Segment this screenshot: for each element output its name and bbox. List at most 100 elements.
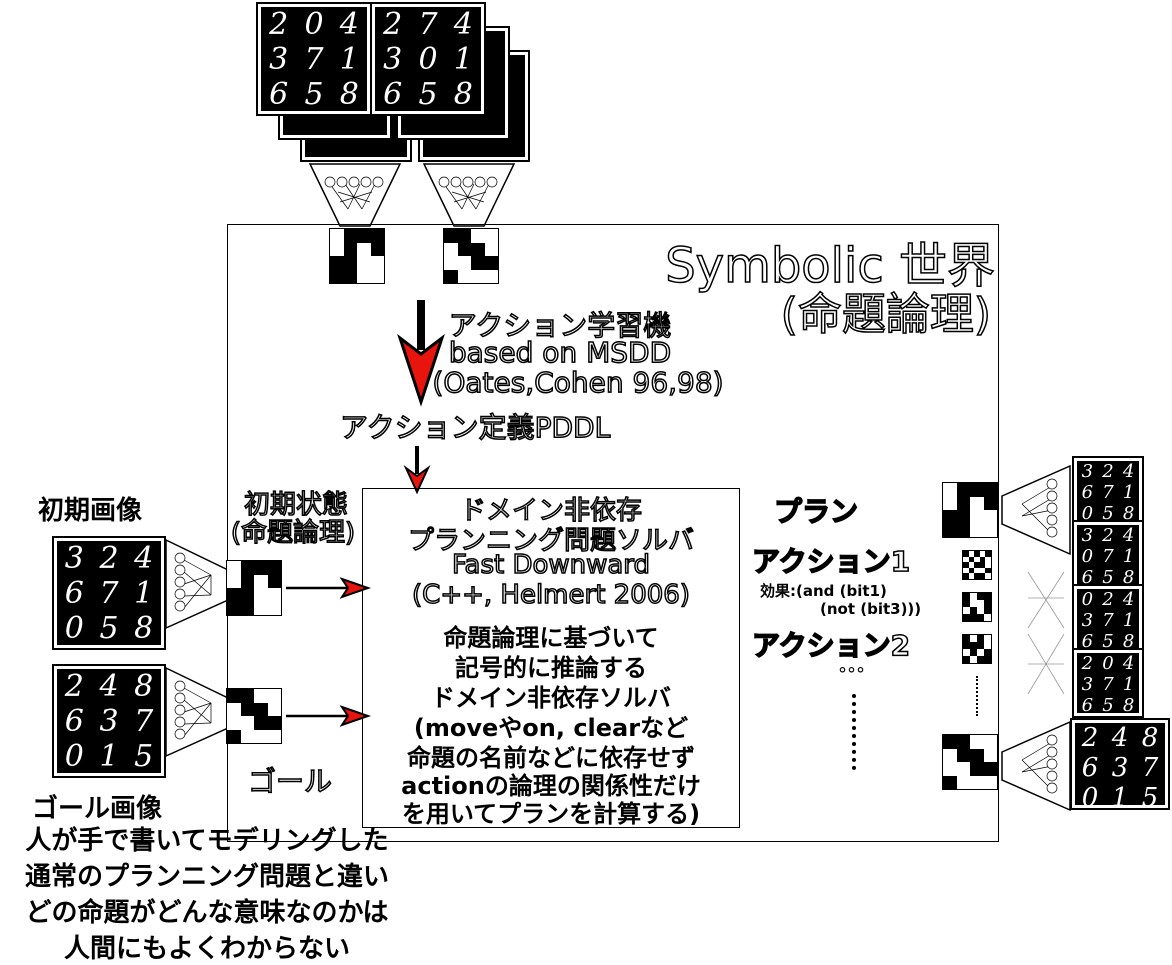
digit: 6	[1081, 753, 1099, 783]
bitmap-init	[226, 560, 282, 616]
solver-box	[362, 488, 740, 828]
digit: 2	[1081, 653, 1094, 674]
digit: 8	[1122, 695, 1135, 716]
solver-line3: Fast Downward	[451, 549, 651, 581]
bottom-note-line1: 人が手で書いてモデリングした	[25, 826, 389, 856]
goal-to-solver-arrow	[286, 705, 372, 727]
digit: 7	[418, 7, 438, 42]
digit: 0	[1081, 783, 1099, 813]
top-encoder-net-b	[422, 163, 516, 227]
digit: 1	[1122, 546, 1135, 567]
digit: 6	[269, 77, 289, 112]
digit: 3	[1081, 461, 1094, 482]
digit: 1	[1122, 610, 1135, 631]
digit: 7	[134, 704, 154, 739]
digit: 5	[1102, 631, 1114, 652]
action-def-arrow	[403, 446, 431, 495]
digit: 2	[1102, 461, 1114, 482]
solver-desc7: を用いてプランを計算する)	[401, 800, 701, 828]
solver-desc1: 命題論理に基づいて	[443, 624, 659, 652]
digit: 5	[418, 77, 438, 112]
learner-line1: アクション学習機	[448, 308, 672, 343]
digit: 5	[1141, 783, 1159, 813]
bitmap-plan-goal	[942, 734, 998, 790]
bitmap-top-a	[329, 228, 385, 284]
init-state-line2: (命題論理)	[230, 517, 356, 549]
digit: 0	[418, 42, 438, 77]
digit: 1	[134, 576, 154, 611]
digit: 4	[339, 7, 359, 42]
plan-action2: アクション2	[751, 628, 911, 663]
goal-label: ゴール	[247, 764, 333, 799]
digit: 0	[1081, 546, 1094, 567]
bitmap-goal	[226, 688, 282, 744]
digit: 6	[383, 77, 403, 112]
digit: 3	[1081, 674, 1094, 695]
digit: 0	[64, 739, 84, 774]
plan-effect1: 効果:(and (bit1)	[760, 582, 887, 600]
symbolic-world-box	[227, 224, 999, 842]
solver-line2: プランニング問題ソルバ	[407, 525, 695, 557]
world-title-line1: Symbolic 世界	[664, 237, 995, 295]
learner-line2: based on MSDD	[448, 335, 672, 370]
solver-desc3: ドメイン非依存ソルバ	[431, 684, 671, 712]
digit: 1	[339, 42, 359, 77]
digit: 3	[383, 42, 403, 77]
digit: 7	[1102, 482, 1114, 503]
initial-image-label: 初期画像	[38, 496, 143, 526]
bottom-note-line2: 通常のプランニング問題と違い	[24, 862, 389, 892]
plan-ellipsis: °°°	[838, 664, 865, 685]
digit: 5	[99, 611, 119, 646]
digit: 2	[1102, 589, 1114, 610]
bottom-note-line4: 人間にもよくわからない	[63, 934, 350, 964]
digit: 0	[1081, 503, 1094, 524]
solver-desc6: actionの論理の関係性だけ	[401, 772, 701, 800]
bitmap-plan-step3	[962, 634, 992, 664]
digit: 2	[99, 541, 119, 576]
digit: 2	[1102, 525, 1114, 546]
digit: 8	[134, 611, 154, 646]
bitmap-plan-init	[942, 482, 998, 538]
world-title-line2: (命題論理)	[780, 288, 992, 341]
initial-encoder-net	[165, 538, 229, 630]
digit: 5	[1102, 503, 1114, 524]
digit: 7	[304, 42, 324, 77]
digit: 5	[304, 77, 324, 112]
digit: 8	[1122, 631, 1135, 652]
goal-encoder-net	[165, 666, 229, 758]
digit: 8	[453, 77, 473, 112]
digit: 7	[1141, 753, 1159, 783]
bottom-note-line3: どの命題がどんな意味なのかは	[25, 898, 389, 928]
action-def-label: アクション定義PDDL	[339, 410, 611, 445]
right-decoder-net-2	[1001, 720, 1071, 812]
top-encoder-net-a	[308, 163, 402, 227]
digit: 6	[1081, 631, 1094, 652]
digit: 7	[1102, 546, 1114, 567]
digit: 0	[304, 7, 324, 42]
digit: 8	[134, 669, 154, 704]
digit: 6	[64, 576, 84, 611]
digit: 6	[64, 704, 84, 739]
digit: 7	[1102, 674, 1114, 695]
solver-desc2: 記号的に推論する	[455, 654, 647, 682]
goal-image-label: ゴール画像	[32, 794, 163, 824]
digit: 4	[99, 669, 119, 704]
plan-bitmap-dots	[976, 676, 978, 716]
digit: 5	[1102, 567, 1114, 588]
digit: 2	[383, 7, 403, 42]
digit: 8	[339, 77, 359, 112]
digit: 4	[453, 7, 473, 42]
plan-action1: アクション1	[751, 544, 911, 579]
digit: 7	[99, 576, 119, 611]
digit: 6	[1081, 567, 1094, 588]
right-decoder-net-1	[1001, 464, 1071, 556]
plan-title: プラン	[773, 494, 859, 529]
bitmap-plan-step1	[962, 550, 992, 580]
